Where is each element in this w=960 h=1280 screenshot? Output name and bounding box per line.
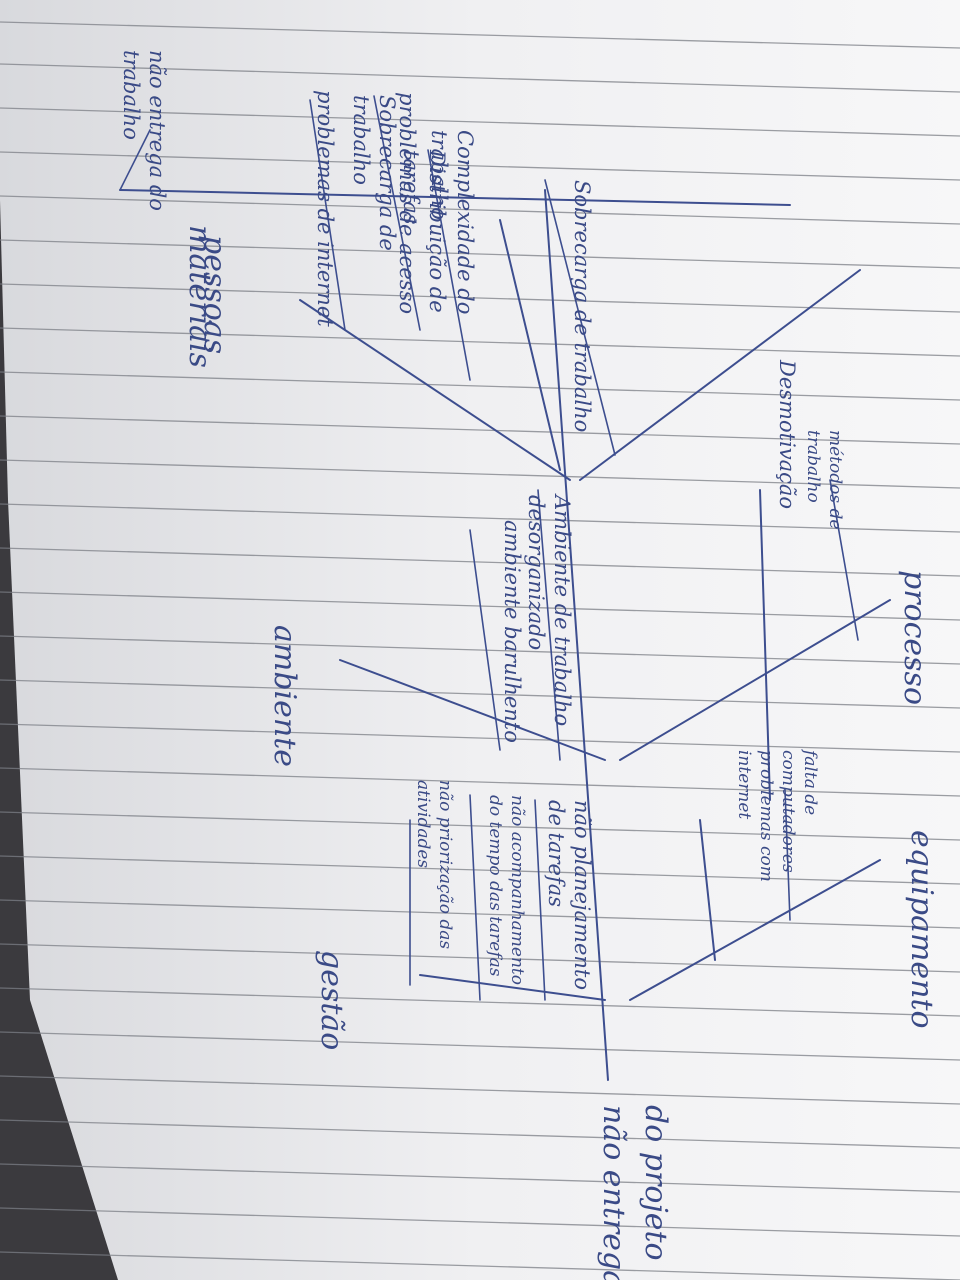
svg-text:Ambiente de trabalho: Ambiente de trabalho — [550, 493, 574, 726]
svg-text:Sobrecarga de: Sobrecarga de — [375, 95, 399, 251]
svg-text:atividades: atividades — [413, 780, 433, 868]
cause-underlines — [119, 95, 859, 1001]
svg-text:falta de: falta de — [800, 748, 820, 815]
ruled-lines — [0, 21, 960, 1280]
causes-ambiente: Ambiente de trabalho desorganizado ambie… — [500, 493, 574, 743]
cause-item: falta de computadores problemas com inte… — [734, 748, 820, 882]
cause-item: problemas de internet — [313, 90, 337, 327]
svg-text:de tarefas: de tarefas — [544, 800, 568, 907]
svg-text:métodos de: métodos de — [825, 430, 845, 529]
category-labels: pessoas processo equipamento materiais a… — [182, 225, 939, 1050]
svg-text:tarefas: tarefas — [399, 150, 423, 225]
svg-text:problemas de acesso: problemas de acesso — [395, 92, 419, 314]
cause-item: ambiente barulhento — [500, 520, 524, 743]
fish-spine — [544, 189, 609, 1081]
causes-materiais: Complexidade do trabalho problemas de ac… — [313, 90, 477, 327]
svg-text:não planejamento: não planejamento — [570, 800, 594, 990]
causes-processo: métodos de trabalho — [803, 430, 845, 529]
svg-text:não acompanhamento: não acompanhamento — [507, 795, 527, 985]
cause-item: não entrega do trabalho — [119, 50, 169, 211]
bone-processo — [619, 599, 891, 761]
svg-text:trabalho: trabalho — [803, 430, 823, 503]
svg-text:não entrega do: não entrega do — [145, 50, 169, 211]
cause-item: problemas de acesso — [395, 92, 419, 314]
cause-item: Sobrecarga de trabalho — [570, 180, 594, 432]
category-pessoas: pessoas — [197, 235, 232, 354]
svg-text:do projeto: do projeto — [638, 1105, 673, 1261]
svg-text:Desmotivação: Desmotivação — [775, 359, 799, 509]
svg-text:ambiente barulhento: ambiente barulhento — [500, 520, 524, 743]
svg-text:computadores: computadores — [778, 750, 798, 873]
fishbone-skeleton — [119, 189, 891, 1081]
svg-text:Distribuição de: Distribuição de — [425, 149, 449, 313]
category-ambiente: ambiente — [267, 625, 302, 767]
category-gestao: gestão — [314, 950, 349, 1050]
cause-item: Sobrecarga de trabalho — [349, 95, 399, 251]
cause-item: Desmotivação — [775, 359, 799, 509]
category-processo: processo — [897, 570, 932, 705]
svg-text:trabalho: trabalho — [119, 50, 143, 140]
svg-text:trabalho: trabalho — [427, 130, 451, 220]
svg-text:não entrega: não entrega — [596, 1105, 631, 1280]
svg-text:internet: internet — [734, 750, 754, 819]
svg-text:desorganizado: desorganizado — [524, 495, 548, 650]
svg-text:problemas de internet: problemas de internet — [313, 90, 337, 327]
bone-ambiente — [339, 659, 606, 761]
cause-item: não priorização das atividades — [413, 780, 455, 949]
causes-gestao: não planejamento de tarefas não acompanh… — [413, 780, 594, 990]
svg-text:Complexidade do: Complexidade do — [453, 130, 477, 314]
causes-pessoas: não entrega do trabalho Sobrecarga de tr… — [119, 50, 799, 509]
svg-text:não priorização das: não priorização das — [435, 780, 455, 949]
causes-equipamento: falta de computadores problemas com inte… — [734, 748, 820, 882]
category-equipamento: equipamento — [904, 830, 939, 1029]
cause-item: Complexidade do trabalho — [427, 130, 477, 314]
cause-item: métodos de trabalho — [803, 430, 845, 529]
cause-item: Distribuição de tarefas — [399, 149, 449, 313]
bone-equipamento — [629, 859, 881, 1001]
bone-gestao — [419, 974, 606, 1001]
svg-text:Sobrecarga de trabalho: Sobrecarga de trabalho — [570, 180, 594, 432]
cause-item: não acompanhamento do tempo das tarefas — [485, 795, 527, 985]
cause-item: Ambiente de trabalho desorganizado — [524, 493, 574, 726]
bone-pessoas — [579, 269, 861, 481]
effect-label: não entrega do projeto — [596, 1105, 673, 1280]
svg-text:do tempo das tarefas: do tempo das tarefas — [485, 795, 505, 977]
svg-text:trabalho: trabalho — [349, 95, 373, 185]
svg-text:problemas com: problemas com — [756, 750, 776, 882]
cause-item: não planejamento de tarefas — [544, 800, 594, 990]
category-materiais: materiais — [182, 225, 217, 368]
